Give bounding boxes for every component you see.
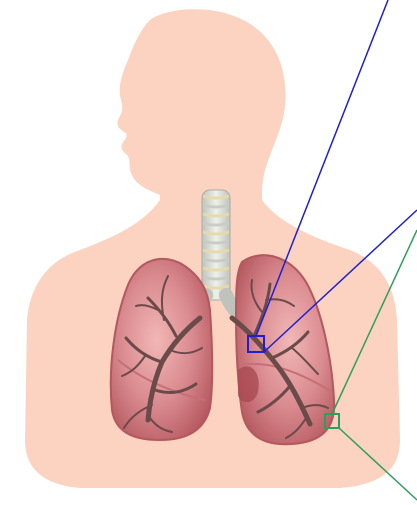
head-silhouette [117,9,285,220]
